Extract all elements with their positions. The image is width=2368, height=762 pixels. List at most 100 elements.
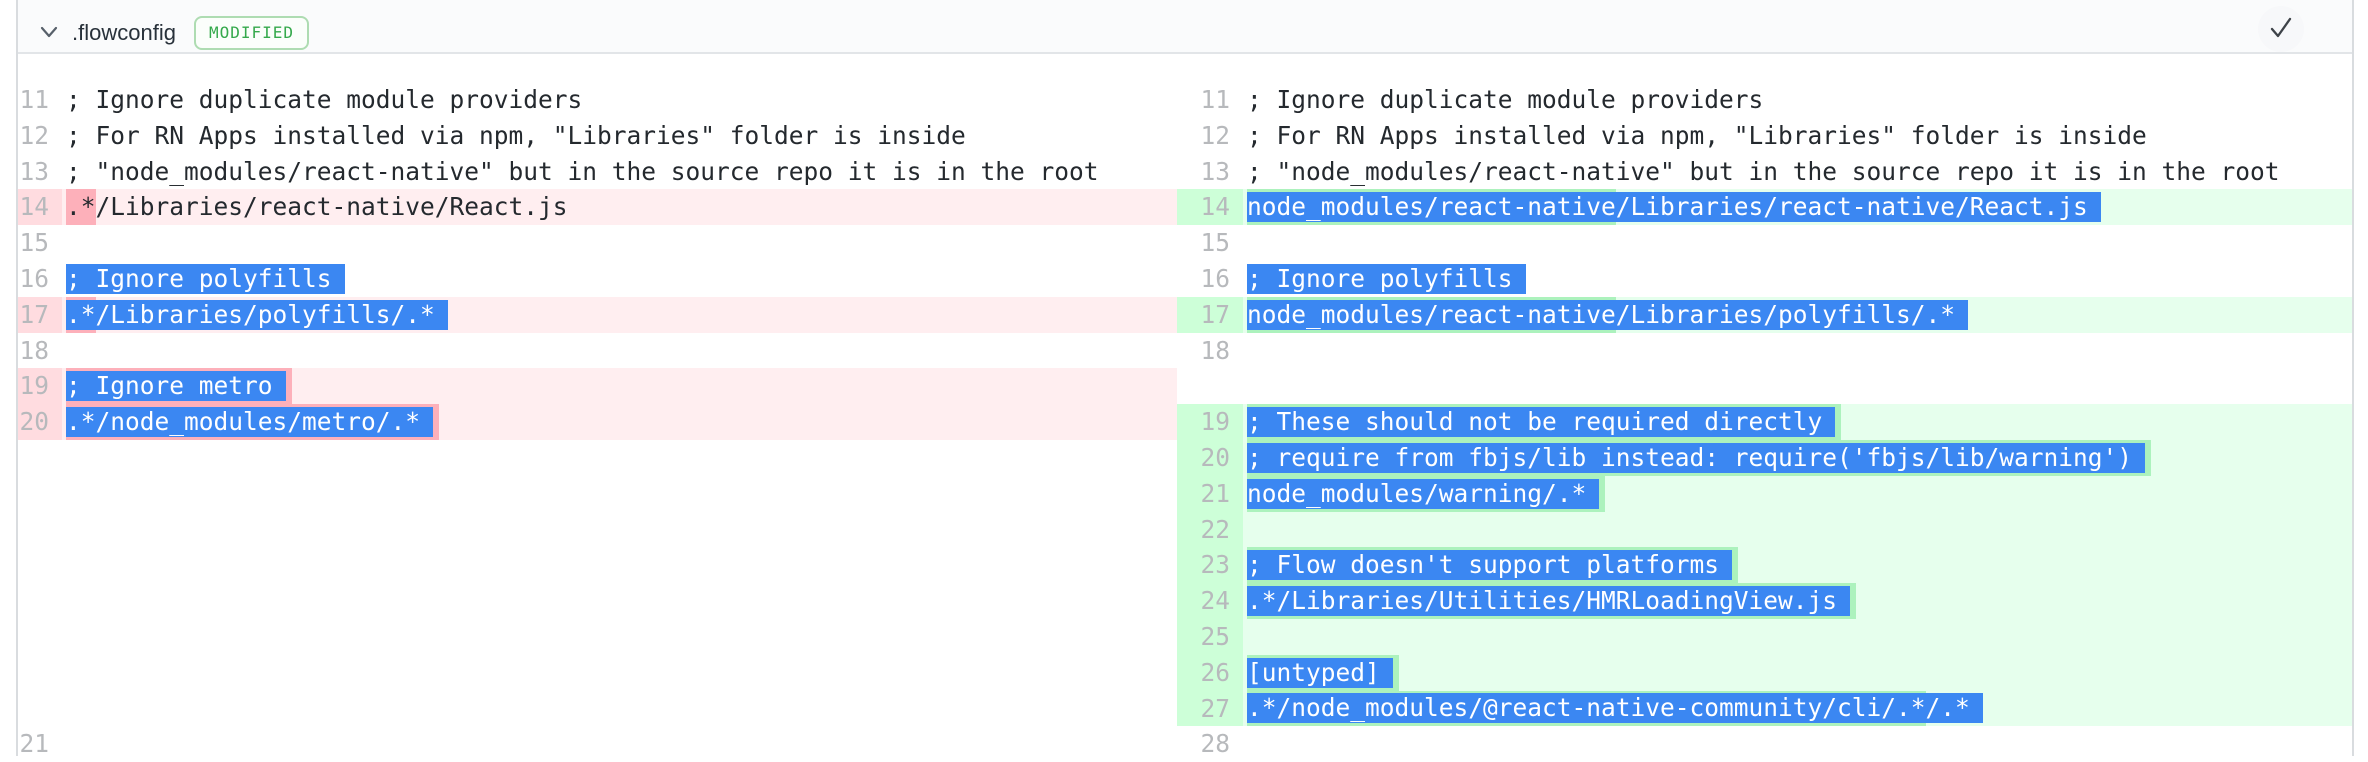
line-number: 14 bbox=[1177, 189, 1243, 226]
code-line: node_modules/react-native/Libraries/poly… bbox=[1243, 296, 1969, 333]
diff-row-left-15: 15 bbox=[18, 225, 1177, 261]
diff-spacer-row bbox=[18, 547, 1177, 583]
viewed-check-button[interactable] bbox=[2258, 6, 2304, 52]
diff-row-right-15: 15 bbox=[1177, 225, 2352, 261]
diff-row-right-16: 16 ; Ignore polyfills bbox=[1177, 261, 2352, 297]
line-number: 25 bbox=[1177, 618, 1243, 655]
diff-row-right-18: 18 bbox=[1177, 333, 2352, 369]
code-line: .*/Libraries/polyfills/.* bbox=[62, 296, 448, 333]
file-header: .flowconfig MODIFIED bbox=[18, 0, 2352, 54]
line-number: 16 bbox=[19, 263, 49, 293]
code-line: ; Ignore polyfills bbox=[62, 261, 345, 297]
code-line bbox=[62, 225, 66, 261]
diff-row-left-13: 13 ; "node_modules/react-native" but in t… bbox=[18, 154, 1177, 190]
diff-spacer-row bbox=[18, 655, 1177, 691]
file-diff-card: .flowconfig MODIFIED 11 ; Ignore duplicat… bbox=[16, 0, 2354, 758]
line-number: 20 bbox=[18, 404, 62, 440]
diff-split-view: 11 ; Ignore duplicate module providers 12;… bbox=[18, 54, 2352, 762]
line-number: 18 bbox=[1200, 335, 1230, 365]
collapse-button[interactable] bbox=[40, 26, 58, 41]
line-number: 11 bbox=[1200, 85, 1230, 114]
code-line: .*/node_modules/@react-native-community/… bbox=[1243, 690, 1983, 727]
line-number: 19 bbox=[18, 368, 62, 405]
diff-row-left-16: 16 ; Ignore polyfills bbox=[18, 261, 1177, 297]
code-line: ; Ignore duplicate module providers bbox=[1247, 85, 1764, 114]
line-number: 20 bbox=[1177, 439, 1243, 476]
diff-row-left-11: 11 ; Ignore duplicate module providers bbox=[18, 82, 1177, 118]
code-line bbox=[1243, 726, 1247, 762]
code-line: node_modules/warning/.* bbox=[1243, 475, 1606, 512]
diff-row-left-20: 20.*/node_modules/metro/.* bbox=[18, 404, 1177, 440]
line-number: 19 bbox=[1177, 404, 1243, 440]
diff-row-right-24: 24.*/Libraries/Utilities/HMRLoadingView.… bbox=[1177, 583, 2352, 619]
code-line bbox=[62, 726, 66, 762]
diff-spacer-row bbox=[18, 619, 1177, 655]
diff-row-right-26: 26[untyped] bbox=[1177, 654, 2352, 691]
code-line: node_modules/react-native/Libraries/reac… bbox=[1243, 189, 2101, 226]
code-line: ; Ignore polyfills bbox=[1243, 261, 1526, 297]
diff-row-left-21: 21 bbox=[18, 726, 1177, 762]
line-number: 28 bbox=[1200, 729, 1230, 759]
file-name-label: .flowconfig bbox=[72, 20, 176, 45]
code-line: ; require from fbjs/lib instead: require… bbox=[1243, 439, 2152, 476]
diff-row-right-22: 22 bbox=[1177, 511, 2352, 548]
line-number: 12 bbox=[1200, 120, 1230, 150]
line-number: 13 bbox=[19, 156, 49, 186]
diff-pane-right: 11 ; Ignore duplicate module providers 12;… bbox=[1177, 82, 2352, 762]
diff-row-right-20: 20; require from fbjs/lib instead: requi… bbox=[1177, 439, 2352, 476]
line-number: 23 bbox=[1177, 547, 1243, 584]
diff-row-right-19: 19; These should not be required directl… bbox=[1177, 404, 2352, 440]
code-line: .*/Libraries/react-native/React.js bbox=[62, 189, 568, 226]
diff-row-left-18: 18 bbox=[18, 333, 1177, 369]
code-line bbox=[1243, 512, 1247, 548]
code-line: ; For RN Apps installed via npm, "Librar… bbox=[66, 120, 966, 150]
diff-row-left-17: 17.*/Libraries/polyfills/.* bbox=[18, 296, 1177, 333]
code-line: [untyped] bbox=[1243, 654, 1399, 691]
code-line: ; Flow doesn't support platforms bbox=[1243, 547, 1739, 584]
diff-row-right-12: 12 ; For RN Apps installed via npm, "Libr… bbox=[1177, 118, 2352, 154]
diff-row-right-27: 27.*/node_modules/@react-native-communit… bbox=[1177, 690, 2352, 727]
code-line: ; These should not be required directly bbox=[1243, 404, 1842, 440]
code-line bbox=[62, 333, 66, 369]
check-icon bbox=[2266, 13, 2296, 46]
code-line: ; "node_modules/react-native" but in the… bbox=[1247, 156, 2280, 186]
line-number: 14 bbox=[18, 189, 62, 226]
code-line bbox=[1243, 619, 1247, 655]
line-number: 15 bbox=[19, 228, 49, 258]
code-line: ; "node_modules/react-native" but in the… bbox=[66, 156, 1099, 186]
code-line: ; Ignore duplicate module providers bbox=[66, 85, 583, 114]
line-number: 22 bbox=[1177, 511, 1243, 548]
diff-spacer-row bbox=[18, 476, 1177, 512]
code-line: .*/Libraries/Utilities/HMRLoadingView.js bbox=[1243, 583, 1857, 619]
line-number: 27 bbox=[1177, 690, 1243, 727]
diff-row-right-28: 28 bbox=[1177, 726, 2352, 762]
diff-row-right-25: 25 bbox=[1177, 618, 2352, 655]
line-number: 26 bbox=[1177, 654, 1243, 691]
line-number: 13 bbox=[1200, 156, 1230, 186]
line-number: 15 bbox=[1200, 228, 1230, 258]
line-number: 16 bbox=[1200, 263, 1230, 293]
line-number: 21 bbox=[19, 729, 49, 759]
code-line bbox=[1243, 225, 1247, 261]
diff-pane-left: 11 ; Ignore duplicate module providers 12;… bbox=[18, 82, 1177, 762]
line-number: 18 bbox=[19, 335, 49, 365]
code-line: .*/node_modules/metro/.* bbox=[62, 404, 440, 440]
diff-row-right-11: 11 ; Ignore duplicate module providers bbox=[1177, 82, 2352, 118]
diff-row-right-13: 13 ; "node_modules/react-native" but in t… bbox=[1177, 154, 2352, 190]
diff-spacer-row bbox=[18, 583, 1177, 619]
code-line bbox=[1243, 333, 1247, 369]
diff-spacer-row bbox=[18, 512, 1177, 548]
line-number: 21 bbox=[1177, 475, 1243, 512]
line-number: 17 bbox=[18, 296, 62, 333]
line-number: 11 bbox=[19, 85, 49, 114]
code-line: ; Ignore metro bbox=[62, 368, 292, 405]
diff-spacer-row bbox=[1177, 368, 2352, 404]
diff-spacer-row bbox=[18, 440, 1177, 476]
diff-row-left-12: 12; For RN Apps installed via npm, "Libr… bbox=[18, 118, 1177, 154]
line-number: 17 bbox=[1177, 296, 1243, 333]
status-badge: MODIFIED bbox=[193, 16, 310, 50]
code-line: ; For RN Apps installed via npm, "Librar… bbox=[1247, 120, 2147, 150]
